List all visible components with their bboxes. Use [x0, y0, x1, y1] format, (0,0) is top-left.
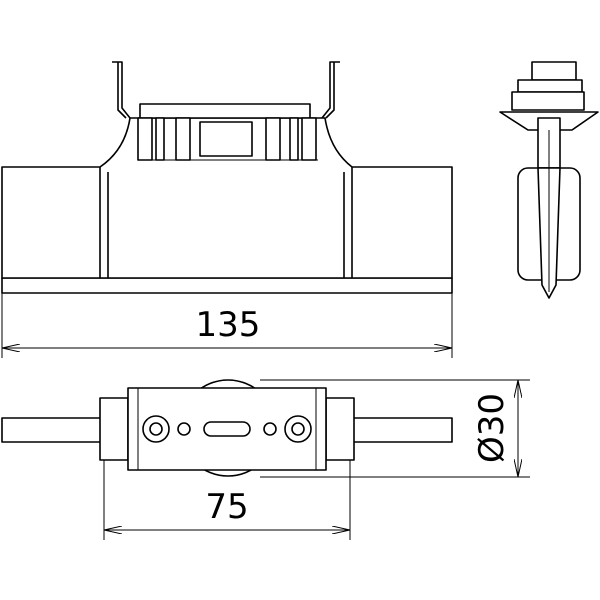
front-view-post-6 [301, 117, 317, 161]
front-view-body [1, 117, 453, 279]
front-view-post-3 [175, 117, 191, 161]
front-view-bracket-left-inner [117, 62, 127, 119]
top-view-hole-left [177, 422, 191, 436]
front-view-bracket-left-outer [112, 61, 131, 119]
front-view-base-bar [1, 277, 453, 294]
dimension-spacing: 75 [103, 460, 351, 540]
front-view [1, 61, 453, 294]
dim-diameter-label: Ø30 [472, 393, 512, 463]
dim-spacing-label: 75 [205, 487, 248, 527]
front-view-clamp-plate [139, 103, 311, 119]
front-view-post-1 [137, 117, 153, 161]
front-view-center-block [199, 121, 253, 157]
front-view-post-2 [155, 117, 165, 161]
top-view-bolt-right [291, 422, 305, 436]
top-view-end-block-left [99, 397, 129, 461]
dimension-diameter: Ø30 [260, 379, 530, 478]
top-view-end-block-right [325, 397, 355, 461]
dimension-length: 135 [1, 293, 453, 358]
front-view-bracket-right-outer [321, 61, 340, 119]
top-view-center-slot [203, 421, 251, 437]
top-view-bolt-left [149, 422, 163, 436]
side-view [499, 61, 599, 299]
top-view [1, 379, 453, 477]
front-view-post-5 [289, 117, 299, 161]
front-view-post-4 [265, 117, 281, 161]
top-view-rod-right [345, 417, 453, 443]
side-view-top-cap [531, 61, 577, 81]
front-view-bracket-right-inner [325, 62, 335, 119]
top-view-hole-right [263, 422, 277, 436]
dim-length-label: 135 [196, 305, 261, 345]
side-view-collar [511, 91, 585, 111]
top-view-rod-left [1, 417, 111, 443]
side-view-neck [517, 79, 583, 93]
